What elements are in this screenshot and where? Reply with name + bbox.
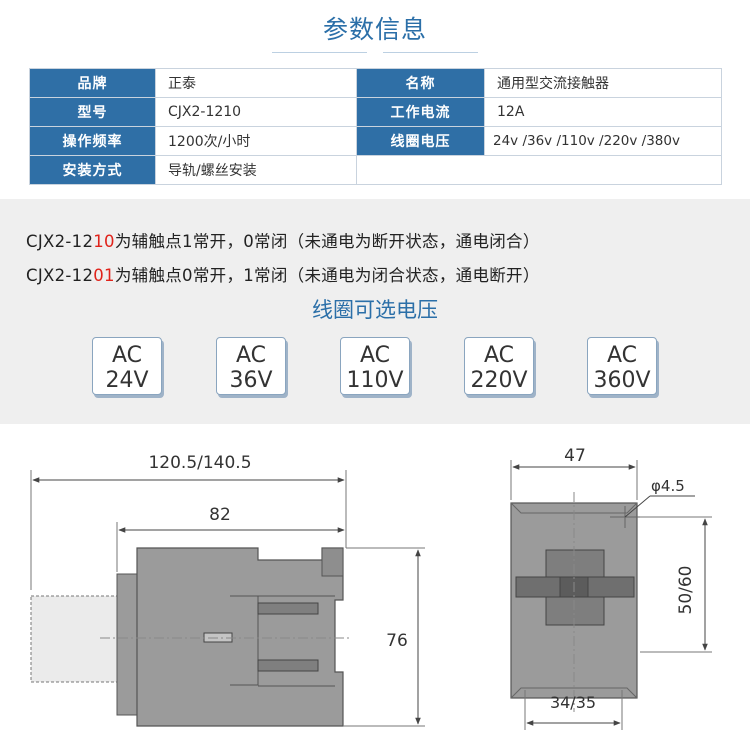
param-key: 工作电流: [356, 97, 485, 127]
note-highlight: 01: [93, 266, 115, 285]
hole-leader: [624, 495, 651, 518]
note-line-1201: CJX2-1201为辅触点0常开，1常闭（未通电为闭合状态，通电断开）: [26, 262, 540, 286]
contactor-body: [136, 547, 344, 727]
voltage-value: 220V: [470, 368, 528, 393]
voltage-value: 36V: [229, 368, 273, 393]
param-value: 通用型交流接触器: [484, 68, 722, 98]
middle-outline: [230, 595, 259, 686]
param-value: 12A: [484, 97, 722, 127]
note-suffix: 为辅触点1常开，0常闭（未通电为断开状态，通电闭合）: [114, 232, 540, 251]
front-bevel: [510, 687, 638, 699]
param-key: 安装方式: [29, 155, 156, 185]
voltage-type: AC: [235, 343, 267, 368]
coil-voltage-title: 线圈可选电压: [312, 298, 438, 322]
params-table: 品牌 正泰 名称 通用型交流接触器 型号 CJX2-1210 工作电流 12A …: [29, 68, 722, 185]
table-row: 品牌 正泰 名称 通用型交流接触器: [29, 68, 722, 98]
param-value: 1200次/小时: [155, 126, 357, 156]
voltage-type: AC: [111, 343, 143, 368]
front-width-label: 47: [564, 446, 586, 466]
note-prefix: CJX2-12: [26, 266, 94, 285]
param-value: CJX2-1210: [155, 97, 357, 127]
empty-cell: [356, 155, 722, 185]
upper-terminal-slot: [257, 602, 319, 615]
page-title: 参数信息: [322, 15, 427, 44]
voltage-type: AC: [359, 343, 391, 368]
param-key: 型号: [29, 97, 156, 127]
table-row: 型号 CJX2-1210 工作电流 12A: [29, 97, 722, 127]
rail-width-label: 34/35: [550, 693, 596, 712]
front-view-drawing: 47 φ4.5 50/60 34/35: [510, 446, 712, 730]
lower-terminal-slot: [257, 659, 319, 672]
front-height-label: 50/60: [676, 566, 696, 615]
voltage-type: AC: [483, 343, 515, 368]
coil-end-plate: [116, 573, 138, 716]
top-terminal-block: [321, 547, 344, 577]
voltage-value: 24V: [105, 368, 149, 393]
note-prefix: CJX2-12: [26, 232, 94, 251]
param-key: 品牌: [29, 68, 156, 98]
note-line-1210: CJX2-1210为辅触点1常开，0常闭（未通电为断开状态，通电闭合）: [26, 228, 540, 252]
overall-width-label: 120.5/140.5: [148, 453, 251, 473]
param-key: 线圈电压: [356, 126, 485, 156]
optional-block-outline: [30, 595, 118, 683]
voltage-value: 360V: [593, 368, 651, 393]
hole-diameter-label: φ4.5: [651, 477, 685, 495]
table-row: 安装方式 导轨/螺丝安装: [29, 155, 722, 185]
title-underline-left: [272, 52, 367, 53]
voltage-value: 110V: [346, 368, 404, 393]
note-highlight: 10: [93, 232, 115, 251]
voltage-type: AC: [606, 343, 638, 368]
body-width-label: 82: [209, 505, 231, 525]
param-key: 操作频率: [29, 126, 156, 156]
note-suffix: 为辅触点0常开，1常闭（未通电为闭合状态，通电断开）: [114, 266, 540, 285]
title-underline-right: [383, 52, 478, 53]
height-label: 76: [386, 631, 408, 651]
param-value: 24v /36v /110v /220v /380v: [484, 126, 722, 156]
side-view-drawing: 120.5/140.5 82 76: [30, 453, 425, 727]
table-row: 操作频率 1200次/小时 线圈电压 24v /36v /110v /220v …: [29, 126, 722, 156]
param-value: 导轨/螺丝安装: [155, 155, 357, 185]
param-key: 名称: [356, 68, 485, 98]
